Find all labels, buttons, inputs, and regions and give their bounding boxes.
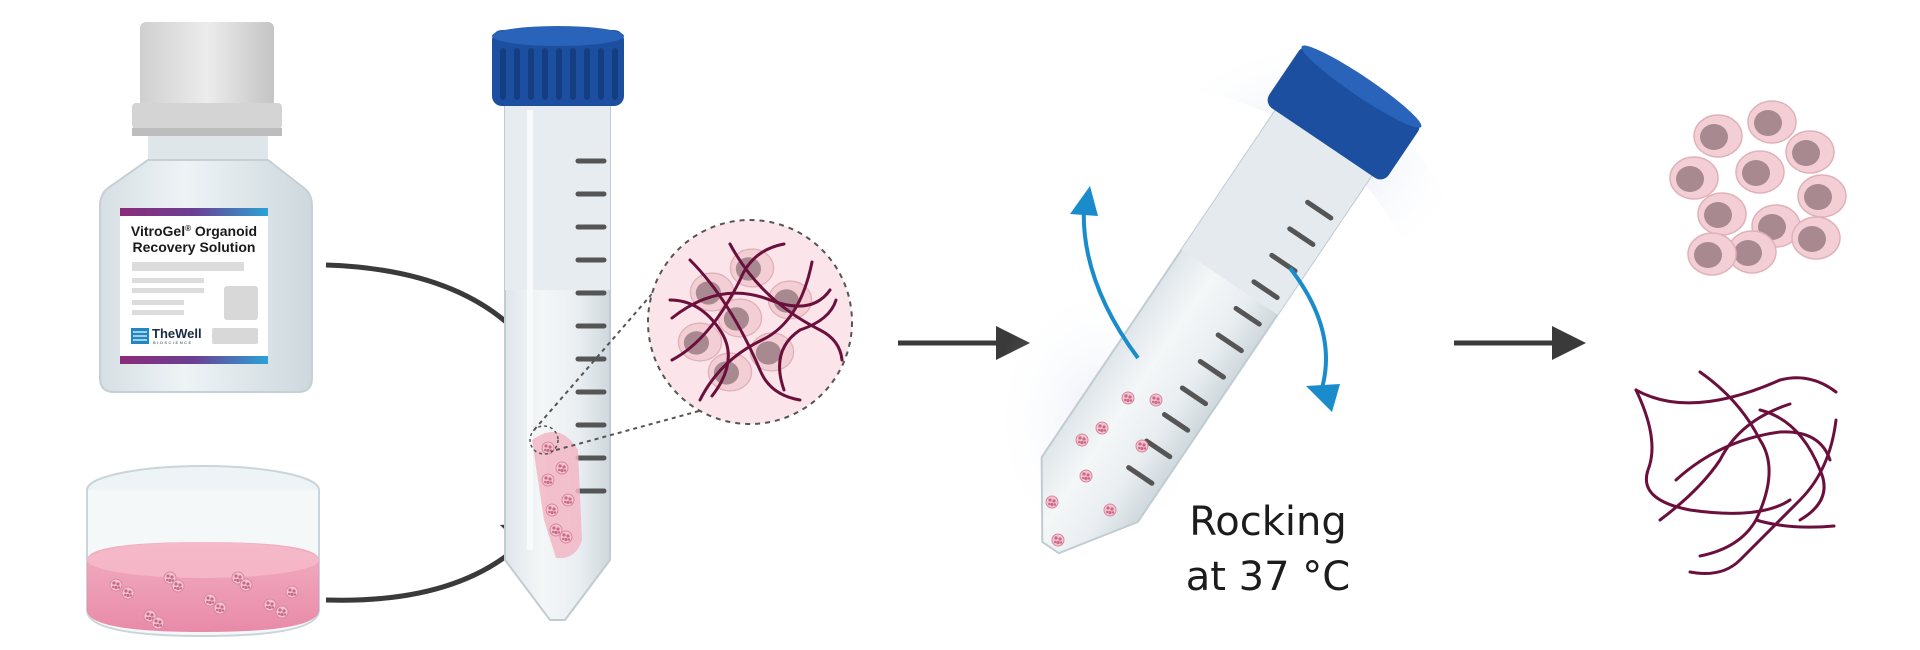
bottle-icon: VitroGel® Organoid Recovery Solution The… (99, 22, 313, 393)
rotate-arrow-down (1288, 266, 1328, 389)
rocking-label-line1: Rocking (1189, 499, 1346, 545)
label-placeholder-bar (132, 262, 244, 271)
magnified-fibers (668, 242, 844, 402)
arrow-dish-to-tube (325, 538, 527, 603)
bottle-label-line2: Recovery Solution (133, 239, 256, 255)
rotate-arrow-up-head (1070, 186, 1098, 216)
brand-name: TheWell (152, 326, 202, 341)
gel-pellet (532, 432, 582, 559)
rocking-tube-icon (990, 38, 1470, 560)
arrow-head (1552, 326, 1586, 360)
motion-blur (1150, 38, 1470, 281)
brand-sub: BIOSCIENCE (153, 340, 193, 345)
petri-dish-icon (86, 465, 320, 638)
tube-graduations (575, 158, 607, 494)
rocking-label-line2: at 37 °C (1186, 554, 1350, 600)
conical-tube-icon (492, 26, 624, 621)
rotate-arrow-up (1081, 204, 1140, 360)
bottle-label-line1: VitroGel® Organoid (131, 223, 257, 239)
rocking-tube-cap (1267, 46, 1420, 180)
organoid-icon (1669, 100, 1847, 276)
rotate-arrow-down-head (1306, 384, 1340, 412)
magnifier-icon (533, 219, 853, 451)
fiber-icon (1634, 370, 1838, 575)
